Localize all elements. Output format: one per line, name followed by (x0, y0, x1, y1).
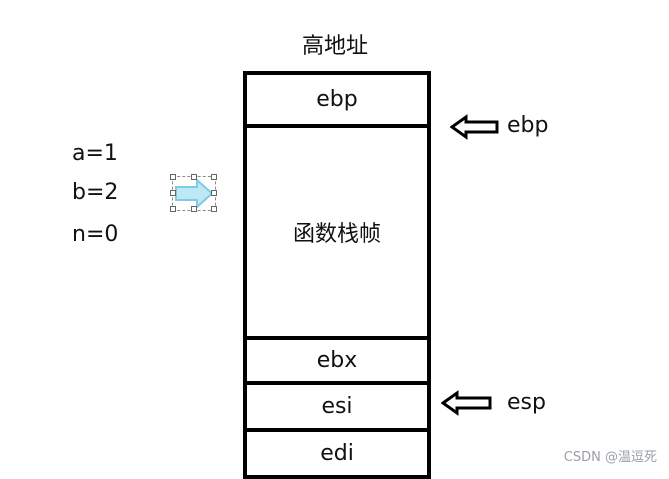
left-arrow-icon (450, 114, 499, 140)
diagram-title: 高地址 (301, 34, 368, 59)
resize-handle-bottom-left[interactable] (170, 206, 176, 212)
stack-cell-label: ebx (316, 348, 358, 373)
stack-cell-label: edi (320, 441, 354, 466)
resize-handle-left[interactable] (170, 190, 176, 196)
resize-handle-top[interactable] (191, 174, 197, 180)
left-arrow-icon (441, 390, 492, 416)
stack-frame-diagram: ebp 函数栈帧 ebx esi edi (243, 71, 431, 479)
stack-cell-ebp: ebp (243, 71, 431, 128)
watermark: CSDN @温逗死 (563, 450, 657, 465)
esp-pointer-label: esp (507, 390, 546, 415)
resize-handle-right[interactable] (211, 190, 217, 196)
stack-cell-function-frame: 函数栈帧 (243, 124, 431, 340)
stack-cell-edi: edi (243, 428, 431, 479)
ebp-pointer-label: ebp (507, 113, 549, 138)
variable-b: b=2 (72, 180, 119, 205)
resize-handle-top-left[interactable] (170, 174, 176, 180)
resize-handle-bottom-right[interactable] (211, 206, 217, 212)
resize-handle-bottom[interactable] (191, 206, 197, 212)
stack-cell-label: ebp (316, 87, 358, 112)
stack-cell-label: esi (321, 394, 353, 419)
variable-a: a=1 (72, 141, 118, 166)
stack-cell-ebx: ebx (243, 336, 431, 385)
selected-shape[interactable] (170, 174, 217, 212)
right-arrow-icon (175, 177, 214, 210)
resize-handle-top-right[interactable] (211, 174, 217, 180)
stack-cell-label: 函数栈帧 (292, 222, 381, 247)
variable-n: n=0 (72, 222, 119, 247)
stack-cell-esi: esi (243, 381, 431, 432)
